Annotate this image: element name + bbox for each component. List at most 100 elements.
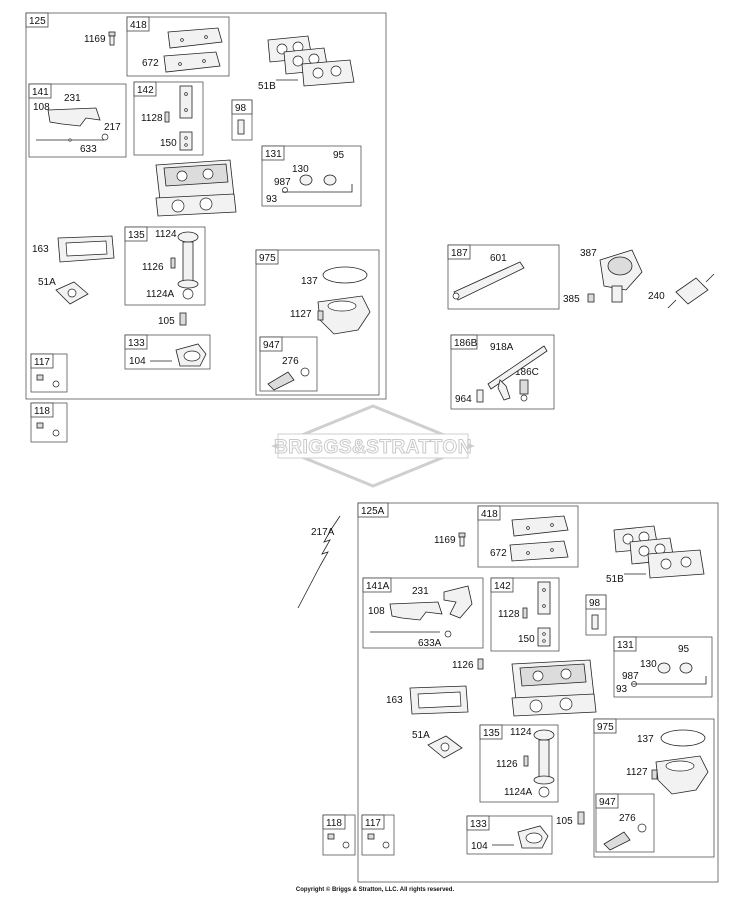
callout-104-b: 104 <box>471 841 488 852</box>
part-141-linkage-kit[interactable] <box>36 107 109 142</box>
callout-1124a: 1124A <box>146 289 175 300</box>
callout-51b: 51B <box>258 81 276 92</box>
part-51a-gasket-b[interactable] <box>427 735 463 759</box>
group-label-141: 141 <box>32 87 49 98</box>
group-tag-142-b[interactable] <box>490 577 514 593</box>
group-tag-131[interactable] <box>261 145 285 161</box>
group-tag-117-b[interactable] <box>361 814 385 830</box>
group-tag-135-b[interactable] <box>479 724 503 740</box>
group-tag-125a[interactable] <box>357 502 389 518</box>
group-label-975: 975 <box>259 253 276 264</box>
group-label-142-b: 142 <box>494 581 511 592</box>
group-tag-418[interactable] <box>126 16 150 32</box>
callout-104: 104 <box>129 356 146 367</box>
part-51a-gasket[interactable] <box>55 281 89 305</box>
group-tag-141[interactable] <box>28 83 52 99</box>
part-186b-fuel-hose-kit[interactable] <box>476 345 548 403</box>
group-tag-131-b[interactable] <box>613 636 637 652</box>
callout-1126-top: 1126 <box>452 660 474 671</box>
group-tag-418-b[interactable] <box>477 505 501 521</box>
part-105-plug-b[interactable] <box>577 811 585 825</box>
group-label-133: 133 <box>128 338 145 349</box>
group-tag-947[interactable] <box>259 336 283 352</box>
group-tag-98[interactable] <box>231 99 253 115</box>
part-163-gasket-b[interactable] <box>409 685 469 715</box>
callout-1124-b: 1124 <box>510 727 532 738</box>
part-1126-screw-top[interactable] <box>477 658 484 670</box>
group-box-141a <box>362 577 484 649</box>
callout-231-b: 231 <box>412 586 429 597</box>
part-133-choke-plate[interactable] <box>150 343 207 367</box>
part-carburetor-body[interactable] <box>155 159 237 217</box>
group-tag-142[interactable] <box>133 81 157 97</box>
group-tag-187[interactable] <box>447 244 471 260</box>
part-118-hardware[interactable] <box>36 422 60 437</box>
group-box-142 <box>133 81 204 156</box>
group-tag-186b[interactable] <box>450 334 478 350</box>
part-975-bowl-assembly-b[interactable] <box>651 729 709 795</box>
callout-150-b: 150 <box>518 634 535 645</box>
group-box-125a <box>357 502 719 883</box>
part-142-plates[interactable] <box>164 85 193 151</box>
callout-1126: 1126 <box>142 262 164 273</box>
callout-150: 150 <box>160 138 177 149</box>
callout-137: 137 <box>301 276 318 287</box>
part-672-gasket-set[interactable] <box>163 27 223 73</box>
part-217a-governor-spring[interactable] <box>297 515 341 609</box>
callout-186c: 186C <box>515 367 539 378</box>
group-tag-975-b[interactable] <box>593 718 617 734</box>
callout-1124: 1124 <box>155 229 177 240</box>
part-947-solenoid[interactable] <box>267 367 310 391</box>
group-tag-118[interactable] <box>30 402 54 418</box>
group-tag-133[interactable] <box>124 334 148 350</box>
part-135-float-bowl[interactable] <box>170 231 199 300</box>
part-98-screw-b[interactable] <box>591 614 599 630</box>
callout-987: 987 <box>274 177 291 188</box>
group-tag-118-b[interactable] <box>322 814 346 830</box>
group-label-418: 418 <box>130 20 147 31</box>
group-label-947-b: 947 <box>599 797 616 808</box>
part-240-fuel-filter[interactable] <box>667 273 715 309</box>
callout-1124a-b: 1124A <box>504 787 533 798</box>
group-label-117-b: 117 <box>365 818 381 829</box>
group-box-141 <box>28 83 127 158</box>
part-1169-screw-b[interactable] <box>458 532 466 547</box>
copyright-text: Copyright © Briggs & Stratton, LLC. All … <box>296 886 455 893</box>
part-601-fuel-line[interactable] <box>452 261 525 301</box>
part-135-float-bowl-b[interactable] <box>523 729 555 798</box>
part-131-throttle-shaft[interactable] <box>282 174 353 193</box>
group-tag-117[interactable] <box>30 353 54 369</box>
callout-1169-b: 1169 <box>434 535 456 546</box>
part-672-gasket-set-b[interactable] <box>509 515 569 562</box>
group-label-125a: 125A <box>361 506 385 517</box>
part-105-plug[interactable] <box>179 312 187 326</box>
callout-240: 240 <box>648 291 665 302</box>
part-142-plates-b[interactable] <box>522 581 551 647</box>
part-1169-screw[interactable] <box>108 31 116 46</box>
callout-163-b: 163 <box>386 695 403 706</box>
group-tag-98-b[interactable] <box>585 594 607 610</box>
group-tag-125[interactable] <box>25 12 49 28</box>
group-tag-135[interactable] <box>124 226 148 242</box>
part-141a-linkage-kit[interactable] <box>370 585 473 638</box>
part-118-hardware-b[interactable] <box>327 833 350 849</box>
group-tag-975[interactable] <box>255 249 279 265</box>
part-98-screw[interactable] <box>237 119 245 135</box>
group-box-135 <box>124 226 206 306</box>
part-163-gasket[interactable] <box>57 235 115 263</box>
group-tag-141a[interactable] <box>362 577 392 593</box>
part-975-bowl-assembly[interactable] <box>317 266 371 335</box>
part-133-choke-plate-b[interactable] <box>492 825 549 849</box>
part-131-throttle-shaft-b[interactable] <box>631 662 707 687</box>
part-117-hardware-b[interactable] <box>367 833 390 849</box>
group-label-135-b: 135 <box>483 728 500 739</box>
part-387-fuel-pump[interactable] <box>587 249 643 303</box>
part-51b-gaskets[interactable] <box>267 35 355 87</box>
callout-51a: 51A <box>38 277 56 288</box>
part-947-solenoid-b[interactable] <box>603 823 647 851</box>
part-117-hardware[interactable] <box>36 374 60 388</box>
part-carburetor-body-b[interactable] <box>511 659 597 717</box>
group-tag-133-b[interactable] <box>466 815 490 831</box>
group-tag-947-b[interactable] <box>595 793 619 809</box>
part-51b-gaskets-b[interactable] <box>613 525 705 579</box>
